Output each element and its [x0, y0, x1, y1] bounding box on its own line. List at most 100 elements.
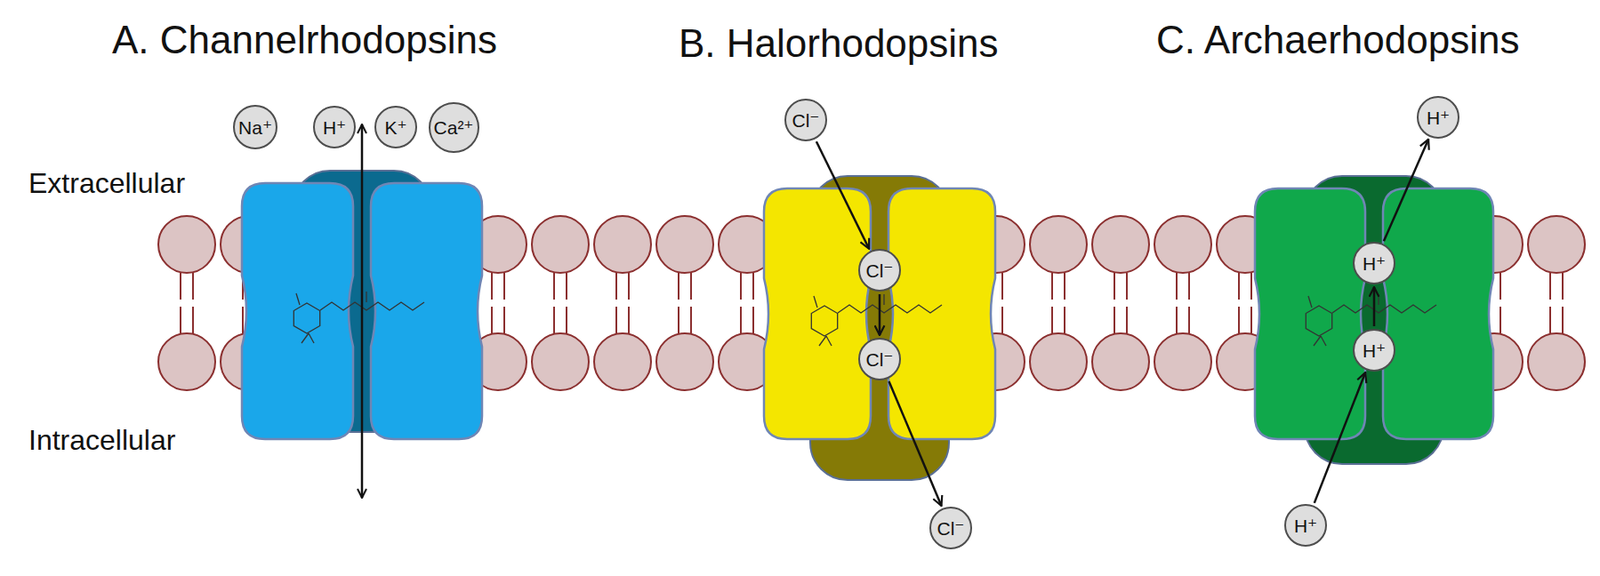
ion-circle: Cl⁻ — [784, 98, 828, 142]
retinal-methyl — [1313, 336, 1321, 346]
retinal-chain — [320, 302, 425, 311]
retinal-methyl — [301, 333, 309, 344]
ion-circle: Na⁺ — [233, 104, 278, 150]
lipid-tail — [1063, 306, 1066, 335]
lipid-tail — [1175, 273, 1178, 300]
lipid-tail — [615, 273, 618, 300]
retinal-methyl — [813, 296, 818, 308]
lipid-tail — [553, 273, 555, 300]
lipid-tail — [1561, 306, 1564, 335]
ion-circle: H⁺ — [1416, 96, 1460, 139]
ion-label: H⁺ — [1362, 341, 1386, 361]
ion-circle: Cl⁻ — [929, 506, 973, 550]
lipid-tail — [690, 306, 692, 335]
ion-label: Cl⁻ — [866, 261, 894, 281]
lipid-tail — [752, 273, 755, 300]
lipid-tail — [1001, 273, 1004, 300]
lipid-tail — [1175, 306, 1178, 335]
lipid-tail — [241, 306, 244, 335]
lipid-tail — [503, 306, 506, 335]
lipid-tail — [490, 273, 493, 300]
ion-label: H⁺ — [1294, 516, 1318, 536]
lipid-tail — [1238, 306, 1240, 335]
ion-label: Cl⁻ — [792, 111, 821, 130]
lipid-tail — [690, 273, 692, 300]
retinal-ring — [293, 303, 320, 334]
retinal-chain — [837, 305, 942, 314]
lipid-head — [594, 216, 652, 274]
lipid-tail — [627, 273, 630, 300]
ion-label: H⁺ — [1426, 108, 1450, 128]
ion-circle: H⁺ — [1284, 504, 1327, 547]
ion-label: Ca²⁺ — [434, 118, 475, 137]
retinal-methyl — [308, 333, 314, 344]
lipid-tail — [565, 273, 568, 300]
ion-label: Cl⁻ — [866, 350, 894, 370]
ion-label: H⁺ — [322, 118, 346, 137]
ion-flow-arrow — [878, 294, 882, 336]
lipid-head — [656, 216, 714, 274]
ion-flow-arrow — [1383, 139, 1429, 242]
lipid-tail — [627, 306, 630, 335]
lipid-tail — [752, 306, 755, 335]
protein-lobe — [241, 183, 354, 440]
retinal-ring — [1305, 305, 1332, 337]
ion-label: H⁺ — [1362, 254, 1386, 274]
ion-flow-arrow — [1314, 372, 1366, 504]
lipid-tail — [1113, 273, 1116, 300]
protein-lobe — [1382, 188, 1494, 440]
protein-lobe — [1254, 188, 1366, 440]
lipid-tail — [1188, 306, 1190, 335]
retinal-chain — [1332, 305, 1437, 314]
lipid-tail — [1051, 306, 1054, 335]
retinal-methyl — [365, 291, 367, 303]
ion-circle: H⁺ — [1352, 329, 1396, 372]
retinal-methyl — [296, 293, 300, 306]
lipid-tail — [615, 306, 618, 335]
ion-label: K⁺ — [384, 118, 407, 137]
retinal-methyl — [883, 294, 885, 306]
compartment-label: Extracellular — [28, 167, 185, 201]
lipid-tail — [739, 273, 742, 300]
lipid-tail — [1188, 273, 1190, 300]
opsin-proteins — [241, 170, 1494, 481]
lipid-tail — [1499, 306, 1502, 335]
lipid-tail — [1238, 273, 1240, 300]
lipid-head — [1154, 333, 1212, 391]
lipid-tail — [192, 306, 194, 335]
ion-label: Cl⁻ — [937, 519, 965, 539]
ion-circle: Cl⁻ — [858, 337, 901, 381]
lipid-tail — [490, 306, 493, 335]
lipid-head — [1154, 216, 1212, 274]
retinal-ring — [811, 305, 837, 337]
lipid-tail — [1051, 273, 1054, 300]
lipid-tail — [1561, 273, 1564, 300]
lipid-tail — [1001, 306, 1004, 335]
lipid-tail — [1250, 306, 1253, 335]
lipid-head — [656, 333, 714, 391]
ion-flow-arrow — [816, 141, 869, 250]
lipid-tail — [1549, 273, 1552, 300]
lipid-tail — [1063, 273, 1066, 300]
lipid-tail — [1549, 306, 1552, 335]
panel-title: A. Channelrhodopsins — [112, 17, 498, 63]
retinal-methyl — [1308, 296, 1312, 308]
lipid-tail — [1113, 306, 1116, 335]
ion-circle: Ca²⁺ — [428, 102, 480, 153]
lipid-tail — [677, 306, 680, 335]
ion-label: Na⁺ — [238, 118, 273, 137]
lipid-tail — [1250, 273, 1253, 300]
panel-title: B. Halorhodopsins — [678, 21, 999, 66]
lipid-tail — [677, 273, 680, 300]
lipid-tail — [565, 306, 568, 335]
lipid-head — [594, 333, 652, 391]
lipid-head — [158, 333, 216, 391]
protein-lobe — [763, 188, 871, 440]
lipid-head — [158, 216, 216, 274]
lipid-tail — [1125, 273, 1128, 300]
lipid-tail — [503, 273, 506, 300]
bidirectional-flux-arrow — [361, 124, 364, 499]
lipid-head — [1527, 333, 1585, 391]
ion-circle: H⁺ — [1352, 241, 1396, 285]
